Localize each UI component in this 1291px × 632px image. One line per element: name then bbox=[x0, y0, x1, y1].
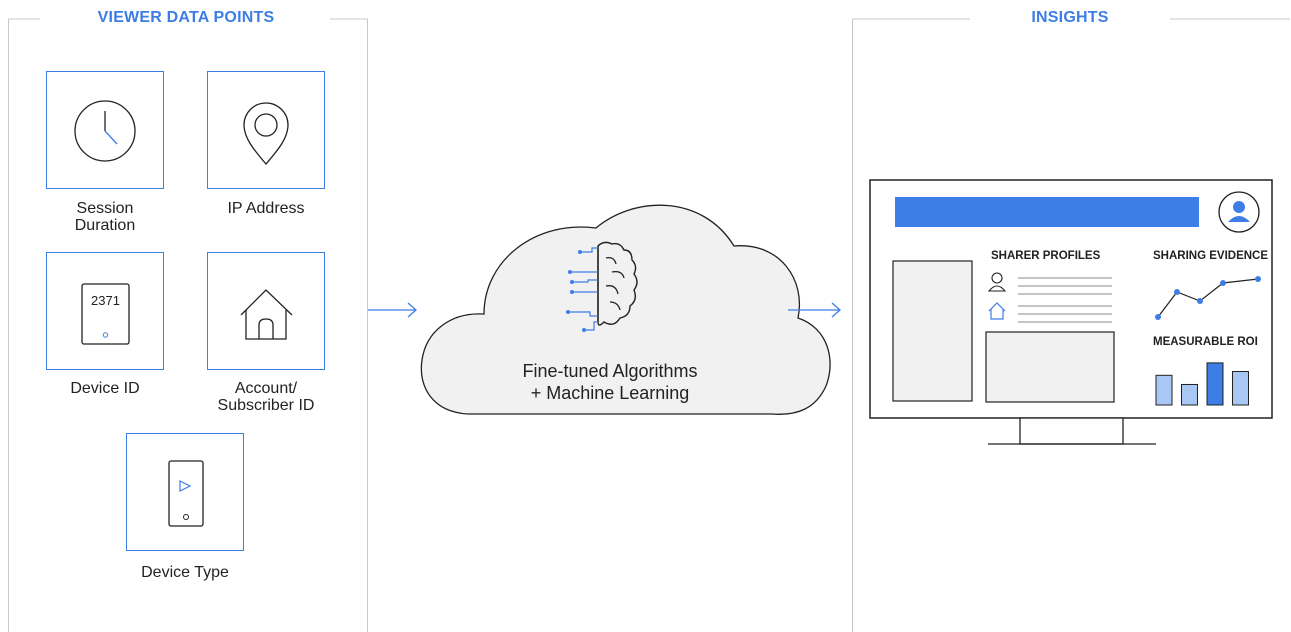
left-panel-title: VIEWER DATA POINTS bbox=[97, 9, 275, 26]
device-id-label: Device ID bbox=[70, 380, 140, 397]
arrow-to-cloud bbox=[368, 302, 417, 318]
house-icon bbox=[240, 289, 293, 340]
brain-circuit-icon bbox=[566, 241, 638, 332]
device-id-icon bbox=[81, 283, 130, 345]
location-pin-icon bbox=[243, 102, 289, 165]
device-type-tile bbox=[126, 433, 244, 551]
left-panel-frame bbox=[8, 18, 368, 632]
roi-bar bbox=[1155, 374, 1173, 406]
device-id-tile: 2371 bbox=[46, 252, 164, 370]
phone-play-icon bbox=[168, 460, 204, 527]
account-label: Account/ Subscriber ID bbox=[217, 380, 315, 414]
clock-icon bbox=[74, 100, 136, 162]
device-id-number: 2371 bbox=[91, 293, 120, 308]
roi-bar-chart bbox=[1155, 362, 1249, 406]
cloud-line-1: Fine-tuned Algorithms bbox=[522, 361, 698, 381]
arrow-to-insights bbox=[788, 302, 841, 318]
right-panel-title: INSIGHTS bbox=[1031, 9, 1109, 26]
cloud-line-2: + Machine Learning bbox=[530, 383, 690, 403]
dashboard-monitor bbox=[869, 179, 1273, 445]
account-tile bbox=[207, 252, 325, 370]
device-type-label: Device Type bbox=[141, 564, 229, 581]
ip-address-label: IP Address bbox=[227, 200, 305, 217]
right-panel-frame bbox=[852, 18, 1290, 632]
cloud-shape bbox=[420, 204, 831, 415]
roi-bar bbox=[1181, 383, 1198, 406]
session-duration-tile bbox=[46, 71, 164, 189]
measurable-roi-label: MEASURABLE ROI bbox=[1153, 336, 1258, 348]
sharing-evidence-label: SHARING EVIDENCE bbox=[1153, 250, 1269, 262]
ip-address-tile bbox=[207, 71, 325, 189]
sharer-profiles-label: SHARER PROFILES bbox=[991, 250, 1101, 262]
session-duration-label: Session Duration bbox=[74, 200, 136, 234]
roi-bar bbox=[1206, 362, 1224, 406]
roi-bar bbox=[1232, 371, 1249, 406]
